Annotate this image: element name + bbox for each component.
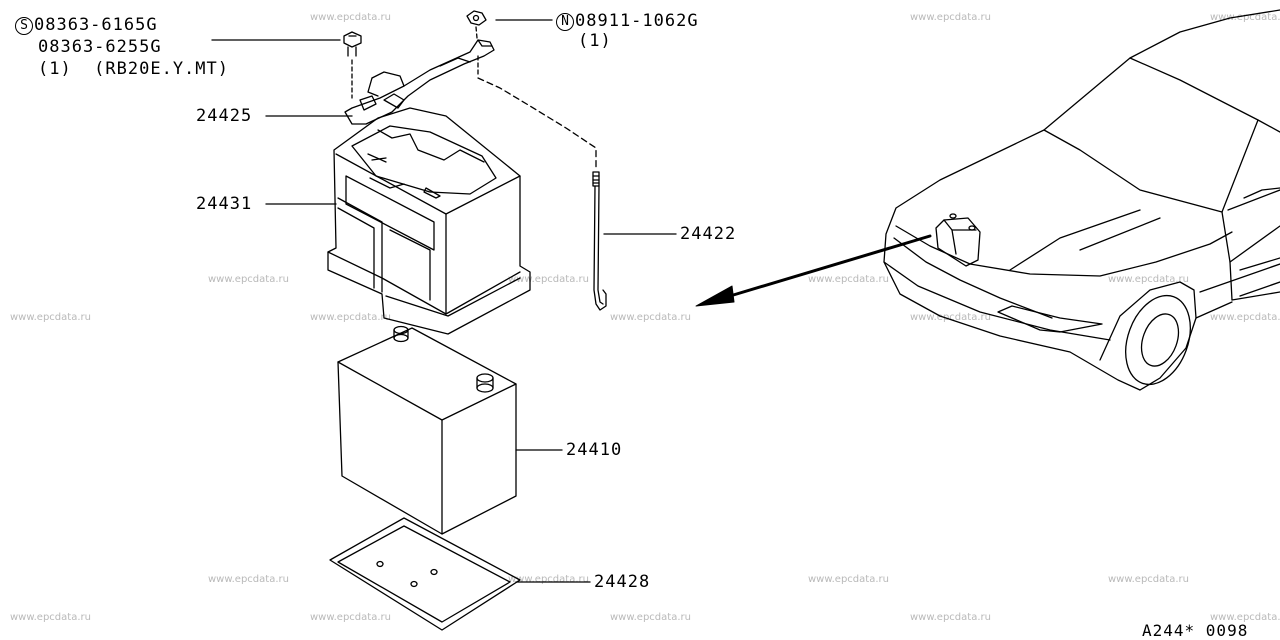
watermark: www.epcdata.ru — [208, 274, 289, 285]
car-front-view — [883, 9, 1280, 391]
s-symbol: S — [15, 17, 33, 35]
watermark: www.epcdata.ru — [1210, 312, 1280, 323]
part-number-08363-6255g: 08363-6255G — [38, 37, 162, 57]
watermark: www.epcdata.ru — [310, 612, 391, 623]
watermark: www.epcdata.ru — [310, 12, 391, 23]
n-symbol: N — [556, 13, 574, 31]
battery-frame-24425 — [344, 39, 597, 169]
diagram-code: A244* 0098 — [1142, 621, 1249, 640]
watermark: www.epcdata.ru — [1210, 12, 1280, 23]
watermark: www.epcdata.ru — [610, 312, 691, 323]
car-battery-location — [935, 213, 981, 267]
location-arrow — [695, 234, 932, 307]
part-label-24428: 24428 — [594, 572, 651, 592]
watermark: www.epcdata.ru — [1108, 274, 1189, 285]
leader-lines — [211, 19, 677, 583]
part-label-24422: 24422 — [680, 224, 737, 244]
nut-08911 — [466, 10, 487, 39]
battery-tray-24428 — [329, 517, 521, 631]
watermark: www.epcdata.ru — [610, 612, 691, 623]
qty-note-rb20e: (1) (RB20E.Y.MT) — [38, 59, 229, 79]
watermark: www.epcdata.ru — [910, 612, 991, 623]
qty-note-nut: (1) — [578, 31, 612, 51]
watermark: www.epcdata.ru — [310, 312, 391, 323]
watermark: www.epcdata.ru — [508, 274, 589, 285]
watermark: www.epcdata.ru — [910, 12, 991, 23]
watermark: www.epcdata.ru — [10, 312, 91, 323]
part-label-24410: 24410 — [566, 440, 623, 460]
watermark: www.epcdata.ru — [1210, 612, 1280, 623]
battery-terminal-neg — [393, 325, 409, 343]
watermark: www.epcdata.ru — [808, 574, 889, 585]
watermark: www.epcdata.ru — [208, 574, 289, 585]
watermark: www.epcdata.ru — [808, 274, 889, 285]
battery-cover-24431 — [327, 107, 531, 335]
watermark: www.epcdata.ru — [1108, 574, 1189, 585]
battery-terminal-pos — [476, 373, 494, 393]
part-number-08911-1062g: 08911-1062G — [575, 11, 699, 31]
bolt-08363 — [343, 31, 362, 99]
watermark: www.epcdata.ru — [910, 312, 991, 323]
part-label-24431: 24431 — [196, 194, 253, 214]
battery-24410 — [337, 325, 517, 535]
watermark: www.epcdata.ru — [508, 574, 589, 585]
part-label-24425: 24425 — [196, 106, 253, 126]
hold-down-rod-24422 — [592, 171, 607, 311]
watermark: www.epcdata.ru — [10, 612, 91, 623]
part-number-08363-6165g: 08363-6165G — [34, 15, 158, 35]
